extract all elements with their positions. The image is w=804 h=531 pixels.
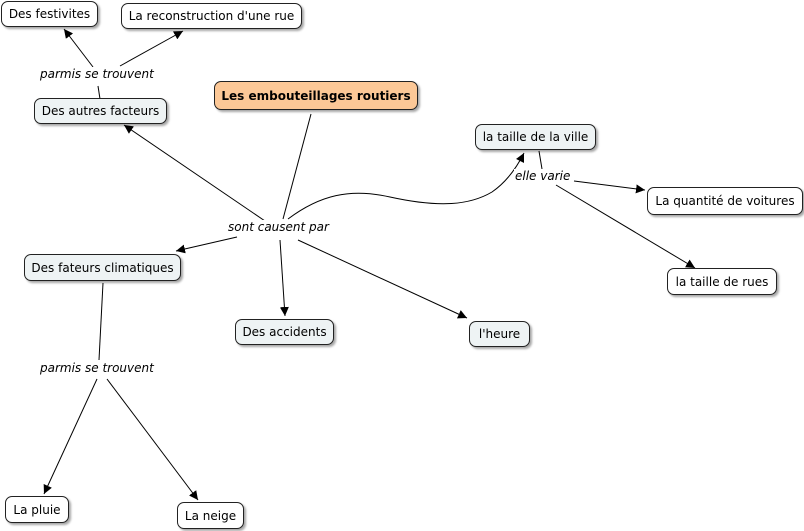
link-label-parmis-top: parmis se trouvent — [39, 67, 155, 81]
arrow-to-neige — [106, 378, 199, 501]
concept-taille-rues[interactable]: la taille de rues — [667, 268, 777, 295]
arrow-to-festivites — [63, 28, 94, 68]
arrow-to-taille-rues — [555, 184, 696, 269]
line-climatiques-to-parmis-bottom — [98, 282, 104, 361]
concept-festivites[interactable]: Des festivites — [1, 1, 98, 27]
concept-reconstruction[interactable]: La reconstruction d'une rue — [121, 3, 302, 29]
arrow-to-reconstruction — [119, 30, 184, 67]
arrow-to-fateurs-climatiques — [175, 236, 238, 254]
arrow-to-pluie — [43, 378, 98, 495]
concept-quantite-voitures[interactable]: La quantité de voitures — [647, 187, 803, 215]
arrow-to-accidents — [279, 239, 289, 317]
arrow-to-autres-facteurs — [123, 124, 266, 222]
arrow-to-heure — [297, 239, 468, 319]
link-label-elle-varie: elle varie — [514, 169, 572, 183]
concept-taille-ville[interactable]: la taille de la ville — [475, 124, 596, 150]
concept-main[interactable]: Les embouteillages routiers — [214, 81, 418, 110]
concept-neige[interactable]: La neige — [177, 502, 244, 529]
concept-accidents[interactable]: Des accidents — [235, 319, 334, 345]
concept-pluie[interactable]: La pluie — [5, 496, 69, 523]
link-label-causes: sont causent par — [227, 220, 330, 234]
concept-heure[interactable]: l'heure — [469, 321, 530, 347]
arrow-to-quantite — [573, 180, 646, 194]
line-autres-to-parmis-top — [97, 85, 101, 100]
concept-autres-facteurs[interactable]: Des autres facteurs — [34, 98, 167, 124]
concept-fateurs-climatiques[interactable]: Des fateurs climatiques — [24, 254, 181, 281]
link-label-parmis-bottom: parmis se trouvent — [39, 361, 155, 375]
line-ville-to-elle-varie — [538, 150, 543, 170]
arrow-to-taille-ville — [287, 152, 525, 220]
line-main-to-causes — [282, 113, 312, 220]
